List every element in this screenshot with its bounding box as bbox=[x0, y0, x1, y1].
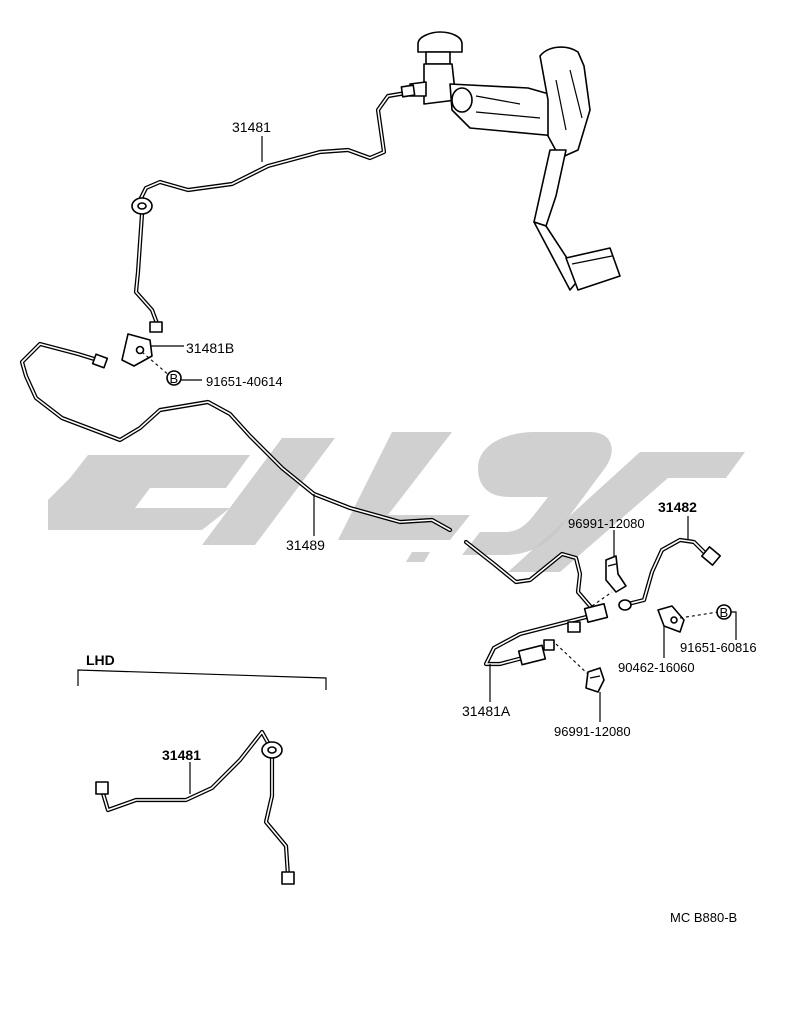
tube-31481-upper bbox=[131, 84, 416, 333]
label-clip-bottom: 96991-12080 bbox=[554, 724, 631, 739]
tube-31482 bbox=[618, 537, 732, 633]
clip-bottom bbox=[585, 667, 605, 693]
label-clamp-90462-16060: 90462-16060 bbox=[618, 660, 695, 675]
bolt-marker-1: B bbox=[170, 371, 179, 386]
leader-lines bbox=[150, 136, 737, 794]
tube-31489 bbox=[19, 341, 593, 609]
diagram-code: MC B880-B bbox=[670, 910, 737, 925]
labels: 31481 31481B B 91651-40614 31489 31482 9… bbox=[86, 119, 757, 925]
label-31481-upper: 31481 bbox=[232, 119, 271, 135]
label-31482: 31482 bbox=[658, 499, 697, 515]
watermark-logo bbox=[48, 432, 745, 572]
lhd-detail bbox=[77, 669, 327, 885]
label-lhd: LHD bbox=[86, 652, 115, 668]
label-31481B: 31481B bbox=[186, 340, 234, 356]
clip-top bbox=[605, 555, 627, 593]
master-cylinder-pedal bbox=[409, 31, 621, 291]
bracket-31481B bbox=[121, 333, 182, 386]
label-31481A: 31481A bbox=[462, 703, 511, 719]
hose-31481A bbox=[483, 591, 613, 677]
label-31481-lhd: 31481 bbox=[162, 747, 201, 763]
bolt-marker-2: B bbox=[720, 605, 729, 620]
label-bolt-91651-40614: 91651-40614 bbox=[206, 374, 283, 389]
label-bolt-91651-60816: 91651-60816 bbox=[680, 640, 757, 655]
label-31489: 31489 bbox=[286, 537, 325, 553]
label-clip-top: 96991-12080 bbox=[568, 516, 645, 531]
